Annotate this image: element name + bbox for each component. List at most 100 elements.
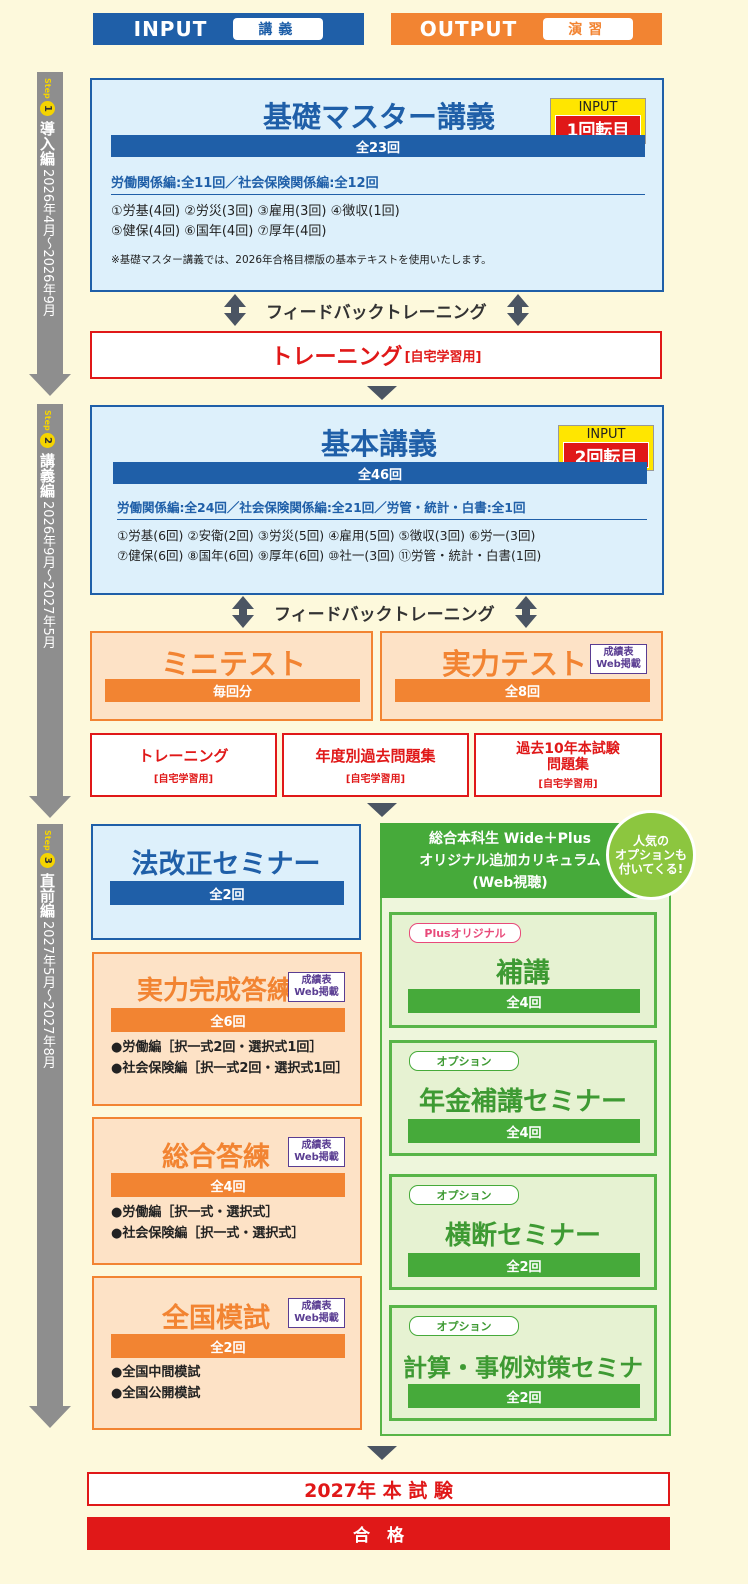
web-badge-line2: Web掲載 [596, 659, 641, 670]
hokaisei-box: 法改正セミナー 全2回 [91, 824, 361, 940]
flow-arrow-1 [367, 386, 397, 400]
kiso-master-subjects-2: ⑤健保(4回) ⑥国年(4回) ⑦厚年(4回) [111, 224, 327, 239]
zenkoku-bullet-1: ●全国中間模試 [111, 1365, 201, 1380]
wide-plus-header: 総合本科生 Wide＋Plus オリジナル追加カリキュラム (Web視聴) [380, 823, 640, 898]
web-badge-line1: 成績表 [301, 1140, 332, 1151]
step1-label: Step [43, 78, 52, 99]
hoko-title: 補講 [496, 958, 550, 989]
step1-period: 2026年4月〜2026年9月 [40, 168, 55, 317]
step2-arrow [29, 796, 71, 818]
flow-arrow-3 [367, 1446, 397, 1460]
keisan-box: オプション 計算・事例対策セミナー 全2回 [389, 1305, 657, 1421]
jitsuryoku-test-box: 実力テスト 成績表 Web掲載 全8回 [380, 631, 663, 721]
step3-number: 3 [40, 852, 55, 868]
step3-name: 直前編 [38, 872, 56, 918]
homestudy-training: トレーニング [自宅学習用] [90, 733, 277, 797]
option-badge: オプション [409, 1185, 519, 1205]
kansei-bullets: ●労働編［択一式2回・選択式1回］ ●社会保険編［択一式2回・選択式1回］ [111, 1037, 348, 1079]
homestudy-10year: 過去10年本試験 問題集 [自宅学習用] [474, 733, 662, 797]
jitsuryoku-test-title: 実力テスト [442, 647, 588, 681]
kihon-count: 全46回 [113, 462, 647, 484]
feedback-label-2: フィードバックトレーニング [274, 604, 495, 625]
option-badge: オプション [409, 1316, 519, 1336]
double-arrow-icon [514, 596, 537, 628]
hoko-count: 全4回 [408, 989, 640, 1013]
web-badge-line1: 成績表 [301, 975, 332, 986]
wide-plus-head-1: 総合本科生 Wide＋Plus [429, 830, 591, 847]
kiso-master-note: ※基礎マスター講義では、2026年合格目標版の基本テキストを使用いたします。 [111, 254, 492, 266]
kiso-master-subhead: 労働関係編:全11回／社会保険関係編:全12回 [111, 172, 645, 195]
web-badge-line2: Web掲載 [294, 987, 339, 998]
web-badge: 成績表 Web掲載 [590, 644, 647, 674]
plus-original-badge: Plusオリジナル [409, 923, 521, 943]
input-label: INPUT [133, 17, 208, 41]
nenkin-box: オプション 年金補講セミナー 全4回 [389, 1040, 657, 1156]
keisan-count: 全2回 [408, 1384, 640, 1408]
sogo-bullet-2: ●社会保険編［択一式・選択式］ [111, 1226, 305, 1241]
training-label-1: トレーニング [270, 345, 403, 370]
output-label: OUTPUT [419, 17, 518, 41]
kiso-master-subjects-1: ①労基(4回) ②労災(3回) ③雇用(3回) ④徴収(1回) [111, 204, 400, 219]
sogo-count: 全4回 [111, 1173, 345, 1197]
step1-number: 1 [40, 100, 55, 116]
hokaisei-count: 全2回 [110, 881, 344, 905]
odan-count: 全2回 [408, 1253, 640, 1277]
kansei-title: 実力完成答練 [137, 976, 294, 1006]
option-circle-line3: 付いてくる! [618, 862, 684, 876]
main-exam-box: 2027年 本 試 験 [87, 1472, 670, 1506]
homestudy-kakomon: 年度別過去問題集 [自宅学習用] [282, 733, 469, 797]
kiso-master-count: 全23回 [111, 135, 645, 157]
training-sub-1: [自宅学習用] [404, 349, 482, 365]
kansei-bullet-1: ●労働編［択一式2回・選択式1回］ [111, 1040, 323, 1055]
web-badge: 成績表 Web掲載 [288, 1137, 345, 1167]
web-badge-line1: 成績表 [603, 647, 634, 658]
step3-period: 2027年5月〜2027年8月 [40, 920, 55, 1069]
kiso-master-box: 基礎マスター講義 INPUT 1回転目 全23回 労働関係編:全11回／社会保険… [90, 78, 664, 292]
web-badge: 成績表 Web掲載 [288, 1298, 345, 1328]
homestudy-sub-1: [自宅学習用] [153, 774, 214, 785]
option-circle-line2: オプションも [614, 848, 687, 862]
mini-test-count: 毎回分 [105, 679, 360, 702]
flow-arrow-2 [367, 803, 397, 817]
training-box-1: トレーニング [自宅学習用] [90, 331, 662, 379]
input-1st-badge: INPUT 1回転目 [550, 98, 646, 144]
kihon-box: 基本講義 INPUT 2回転目 全46回 労働関係編:全24回／社会保険関係編:… [90, 405, 664, 595]
homestudy-sub-2: [自宅学習用] [345, 774, 406, 785]
mini-test-box: ミニテスト 毎回分 [90, 631, 373, 721]
step2-label: Step [43, 410, 52, 431]
web-badge: 成績表 Web掲載 [288, 972, 345, 1002]
double-arrow-icon [506, 294, 529, 326]
step2-period: 2026年9月〜2027年5月 [40, 500, 55, 649]
double-arrow-icon [232, 596, 254, 628]
input-badge-top-2: INPUT [586, 426, 626, 442]
step1-arrow [29, 374, 71, 396]
homestudy-title-3: 過去10年本試験 [516, 740, 620, 757]
zenkoku-bullet-2: ●全国公開模試 [111, 1386, 201, 1401]
sogo-bullet-1: ●労働編［択一式・選択式］ [111, 1205, 279, 1220]
kihon-subjects-2: ⑦健保(6回) ⑧国年(6回) ⑨厚年(6回) ⑩社一(3回) ⑪労管・統計・白… [117, 548, 542, 563]
web-badge-line2: Web掲載 [294, 1152, 339, 1163]
hokaisei-title: 法改正セミナー [131, 849, 321, 880]
input-header: INPUT 講義 [93, 13, 364, 45]
wide-plus-head-2: オリジナル追加カリキュラム [419, 852, 601, 869]
nenkin-title: 年金補講セミナー [418, 1087, 627, 1117]
kansei-box: 実力完成答練 成績表 Web掲載 全6回 ●労働編［択一式2回・選択式1回］ ●… [92, 952, 362, 1106]
option-circle-line1: 人気の [632, 834, 669, 848]
web-badge-line2: Web掲載 [294, 1313, 339, 1324]
hoko-box: Plusオリジナル 補講 全4回 [389, 912, 657, 1028]
homestudy-sub-3: [自宅学習用] [538, 778, 598, 790]
odan-title: 横断セミナー [444, 1221, 601, 1251]
kihon-title: 基本講義 [320, 427, 437, 461]
kihon-subjects-1: ①労基(6回) ②安衛(2回) ③労災(5回) ④雇用(5回) ⑤徴収(3回) … [117, 528, 536, 543]
nenkin-count: 全4回 [408, 1119, 640, 1143]
option-circle-badge: 人気の オプションも 付いてくる! [606, 810, 696, 900]
input-chip: 講義 [233, 18, 324, 40]
mini-test-title: ミニテスト [160, 647, 306, 681]
jitsuryoku-test-count: 全8回 [395, 679, 650, 702]
kansei-count: 全6回 [111, 1008, 345, 1032]
double-arrow-icon [224, 294, 246, 326]
zenkoku-bullets: ●全国中間模試 ●全国公開模試 [111, 1362, 200, 1404]
pass-box: 合 格 [87, 1517, 670, 1550]
feedback-training-1: フィードバックトレーニング [224, 294, 529, 326]
zenkoku-title: 全国模試 [162, 1303, 270, 1334]
